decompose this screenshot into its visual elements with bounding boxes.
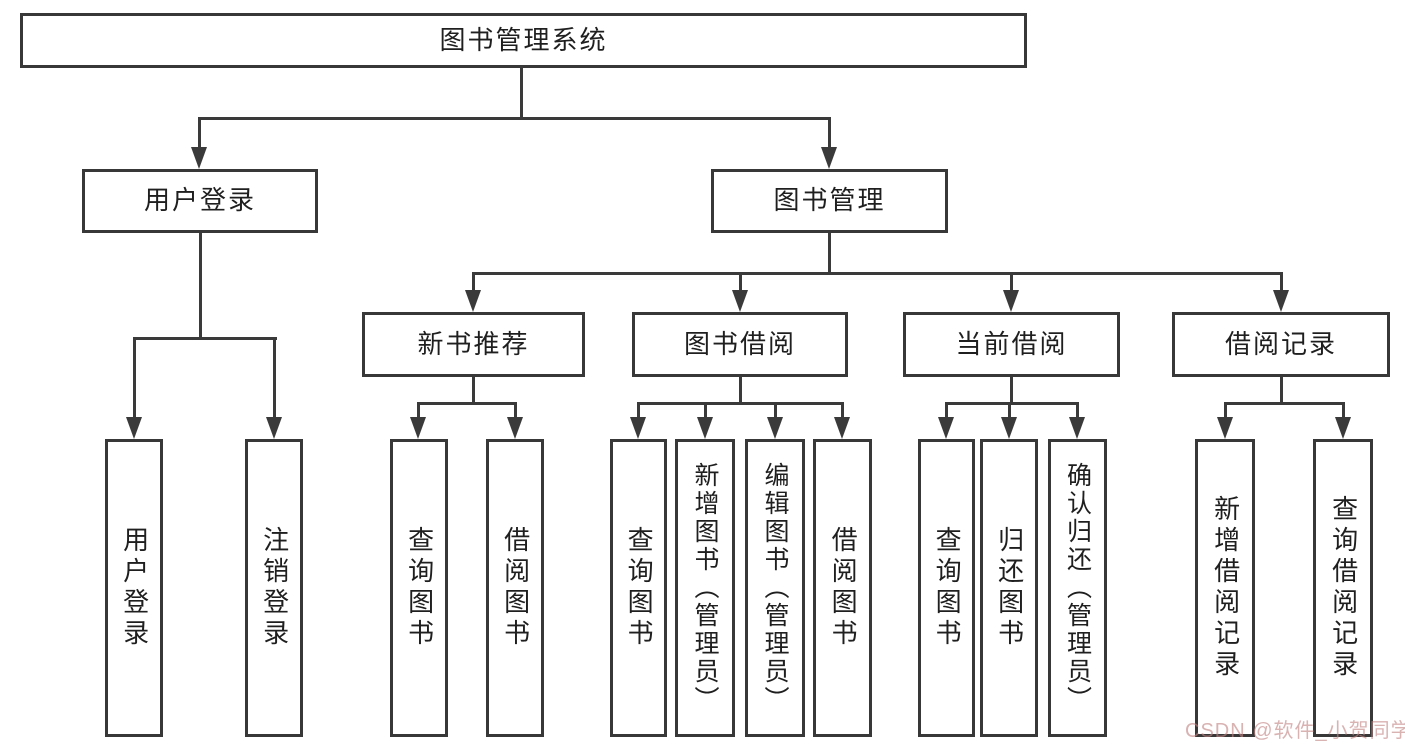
arrow-down-icon — [507, 417, 523, 439]
watermark-text: CSDN @软件_小贺同学 — [1185, 720, 1405, 742]
connector-stub — [1010, 377, 1013, 405]
connector-drop — [1224, 402, 1227, 420]
arrow-down-icon — [834, 417, 850, 439]
connector-stub — [828, 233, 831, 275]
node-borrow-books-2: 借阅图书 — [813, 439, 872, 737]
arrow-down-icon — [732, 290, 748, 312]
connector-stub — [520, 66, 523, 120]
connector-drop — [198, 117, 201, 153]
connector-stub — [739, 377, 742, 405]
connector-drop — [1008, 402, 1011, 420]
node-book-borrowing: 图书借阅 — [632, 312, 848, 377]
node-borrowing-records: 借阅记录 — [1172, 312, 1390, 377]
connector-drop — [417, 402, 420, 420]
node-edit-books-admin: 编辑图书（管理员） — [745, 439, 805, 737]
connector-stub — [199, 233, 202, 340]
arrow-down-icon — [465, 290, 481, 312]
connector-bar — [133, 337, 277, 340]
connector-drop — [828, 117, 831, 153]
node-new-book-recommendation: 新书推荐 — [362, 312, 585, 377]
node-book-management-branch: 图书管理 — [711, 169, 948, 233]
node-query-books-2: 查询图书 — [610, 439, 667, 737]
connector-drop — [704, 402, 707, 420]
node-add-borrowing-record: 新增借阅记录 — [1195, 439, 1255, 737]
connector-bar — [637, 402, 844, 405]
arrow-down-icon — [410, 417, 426, 439]
connector-bar — [472, 272, 1282, 275]
arrow-down-icon — [126, 417, 142, 439]
connector-drop — [637, 402, 640, 420]
connector-bar — [198, 117, 831, 120]
connector-drop — [774, 402, 777, 420]
node-query-borrowing-record: 查询借阅记录 — [1313, 439, 1373, 737]
arrow-down-icon — [266, 417, 282, 439]
connector-drop — [739, 272, 742, 292]
connector-drop — [133, 337, 136, 421]
arrow-down-icon — [1217, 417, 1233, 439]
connector-stub — [472, 377, 475, 405]
arrow-down-icon — [697, 417, 713, 439]
connector-drop — [273, 337, 276, 421]
arrow-down-icon — [191, 147, 207, 169]
arrow-down-icon — [1273, 290, 1289, 312]
connector-drop — [1076, 402, 1079, 420]
node-confirm-return-admin: 确认归还（管理员） — [1048, 439, 1107, 737]
connector-drop — [1280, 272, 1283, 292]
node-query-books-1: 查询图书 — [390, 439, 448, 737]
arrow-down-icon — [1001, 417, 1017, 439]
arrow-down-icon — [767, 417, 783, 439]
arrow-down-icon — [821, 147, 837, 169]
arrow-down-icon — [1069, 417, 1085, 439]
node-current-borrowing: 当前借阅 — [903, 312, 1120, 377]
node-add-books-admin: 新增图书（管理员） — [675, 439, 735, 737]
arrow-down-icon — [938, 417, 954, 439]
node-user-login-leaf: 用户登录 — [105, 439, 163, 737]
arrow-down-icon — [630, 417, 646, 439]
node-return-books: 归还图书 — [980, 439, 1038, 737]
connector-bar — [945, 402, 1079, 405]
connector-bar — [417, 402, 517, 405]
connector-drop — [1342, 402, 1345, 420]
connector-bar — [1224, 402, 1345, 405]
connector-drop — [514, 402, 517, 420]
node-query-books-3: 查询图书 — [918, 439, 975, 737]
node-library-management-system: 图书管理系统 — [20, 13, 1027, 68]
connector-drop — [945, 402, 948, 420]
node-borrow-books-1: 借阅图书 — [486, 439, 544, 737]
connector-drop — [841, 402, 844, 420]
node-user-login-branch: 用户登录 — [82, 169, 318, 233]
arrow-down-icon — [1335, 417, 1351, 439]
connector-stub — [1280, 377, 1283, 405]
arrow-down-icon — [1003, 290, 1019, 312]
connector-drop — [472, 272, 475, 292]
node-logout-login: 注销登录 — [245, 439, 303, 737]
connector-drop — [1010, 272, 1013, 292]
